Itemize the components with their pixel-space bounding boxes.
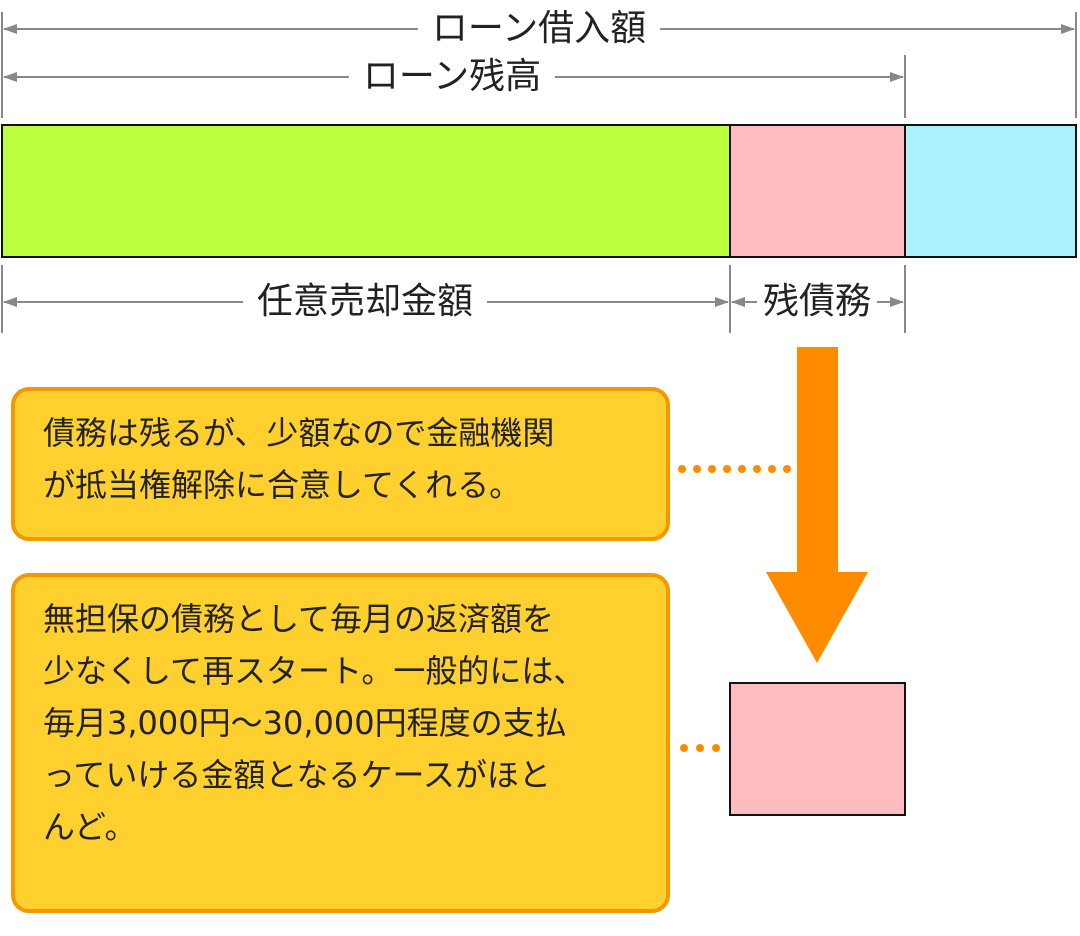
callout-restart: 無担保の債務として毎月の返済額を 少なくして再スタート。一般的には、 毎月3,0… xyxy=(11,573,670,913)
loan-borrowed-label: ローン借入額 xyxy=(417,8,661,50)
connector-dot xyxy=(712,744,720,752)
connector-dot xyxy=(708,465,716,473)
sale-segment xyxy=(1,124,731,258)
connector-dot xyxy=(738,465,746,473)
connector-dot xyxy=(693,465,701,473)
connector-dot xyxy=(680,744,688,752)
paid-segment xyxy=(904,124,1077,258)
sale-amount-label: 任意売却金額 xyxy=(242,281,488,323)
callout-mortgage-release: 債務は残るが、少額なので金融機関 が抵当権解除に合意してくれる。 xyxy=(11,387,670,541)
connector-dot xyxy=(783,465,791,473)
connector-dots-first xyxy=(678,465,791,473)
remaining-debt-segment xyxy=(729,124,906,258)
connector-dots-second xyxy=(680,744,720,752)
connector-dot xyxy=(768,465,776,473)
remaining-debt-label: 残債務 xyxy=(756,281,878,323)
loan-balance-label: ローン残高 xyxy=(348,56,556,98)
connector-dot xyxy=(696,744,704,752)
down-arrow xyxy=(766,347,868,663)
connector-dot xyxy=(723,465,731,473)
connector-dot xyxy=(753,465,761,473)
remaining-debt-box xyxy=(729,682,906,816)
connector-dot xyxy=(678,465,686,473)
extension-lines xyxy=(1,12,1077,333)
